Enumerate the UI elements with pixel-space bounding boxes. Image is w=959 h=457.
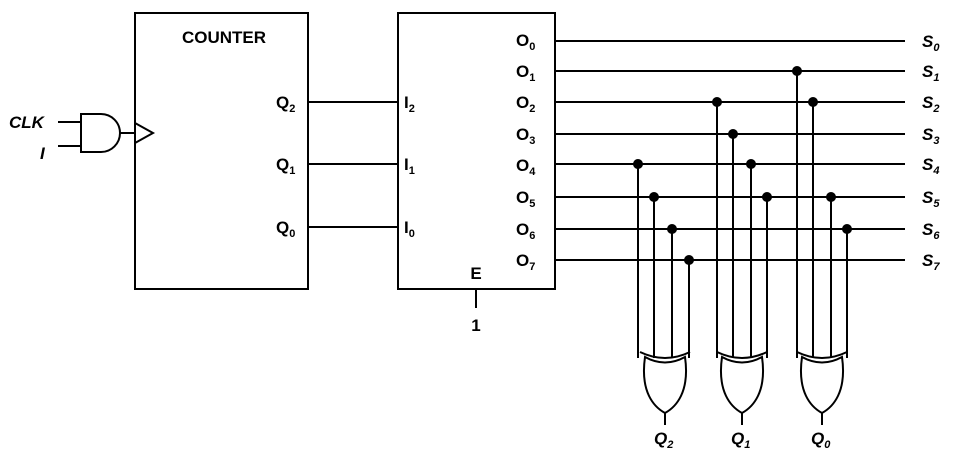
decoder-input-i1: I1 [404, 155, 415, 177]
or-gate-q1-back-curve [716, 351, 768, 359]
signal-label-s3: S3 [922, 125, 939, 147]
signal-label-s2: S2 [922, 93, 939, 115]
decoder-output-o2: O2 [516, 93, 535, 115]
signal-label-s6: S6 [922, 220, 940, 242]
decoder-input-i2: I2 [404, 93, 415, 115]
junction-q2-o6 [667, 224, 677, 234]
decoder-input-i0: I0 [404, 218, 415, 240]
or-gate-q0 [800, 355, 844, 415]
or-gate-q0-back-curve [796, 351, 848, 359]
enable-label: E [470, 264, 481, 283]
i-label: I [40, 144, 46, 163]
signal-label-s1: S1 [922, 62, 939, 84]
decoder-output-o7: O7 [516, 251, 535, 273]
output-label-q0: Q0 [811, 429, 831, 451]
signal-label-s0: S0 [922, 32, 940, 54]
junction-q0-o7 [842, 224, 852, 234]
junction-q1-o7 [762, 192, 772, 202]
counter-block [134, 12, 309, 290]
or-gate-q2-back-curve [639, 351, 691, 359]
decoder-output-o3: O3 [516, 125, 535, 147]
signal-label-s4: S4 [922, 155, 939, 177]
enable-value: 1 [471, 316, 480, 335]
output-label-q2: Q2 [654, 429, 673, 451]
output-label-q1: Q1 [731, 429, 750, 451]
junction-q0-o5 [826, 192, 836, 202]
counter-output-q0: Q0 [276, 218, 295, 240]
decoder-output-o5: O5 [516, 188, 535, 210]
decoder-output-o1: O1 [516, 62, 535, 84]
decoder-output-o4: O4 [516, 156, 536, 178]
junction-q2-o5 [649, 192, 659, 202]
clock-input-triangle [134, 122, 156, 144]
junction-q0-o1 [792, 66, 802, 76]
signal-label-s5: S5 [922, 188, 940, 210]
junction-q1-o2 [712, 97, 722, 107]
junction-q2-o7 [684, 255, 694, 265]
and-gate [80, 113, 121, 153]
decoder-output-o6: O6 [516, 220, 535, 242]
decoder-block [397, 12, 556, 290]
counter-output-q2: Q2 [276, 93, 295, 115]
junction-q2-o4 [633, 159, 643, 169]
counter-title: COUNTER [182, 28, 266, 47]
signal-label-s7: S7 [922, 251, 940, 273]
counter-output-q1: Q1 [276, 155, 295, 177]
decoder-output-o0: O0 [516, 31, 535, 53]
or-gate-q2 [643, 355, 687, 415]
junction-q1-o6 [746, 159, 756, 169]
junction-q1-o3 [728, 129, 738, 139]
or-gate-q1 [720, 355, 764, 415]
clk-label: CLK [9, 113, 46, 132]
junction-q0-o3 [808, 97, 818, 107]
